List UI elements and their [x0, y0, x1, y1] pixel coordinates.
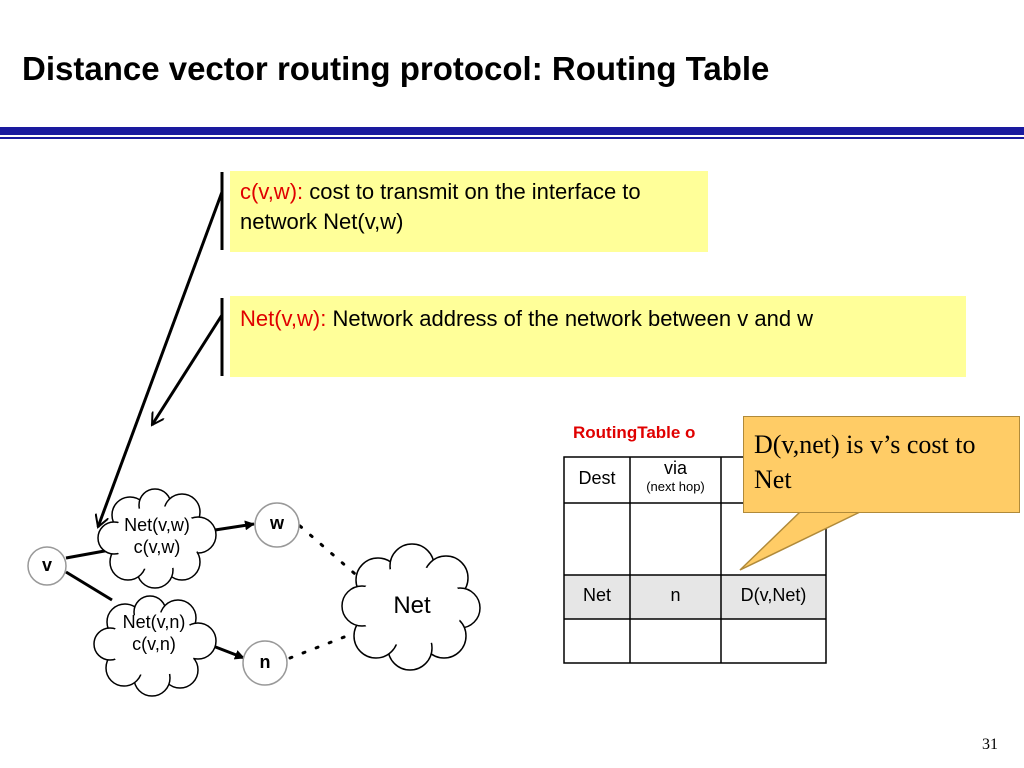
- cell-via: n: [670, 585, 681, 605]
- cloud-net-vw: [97, 488, 217, 589]
- slide-title: Distance vector routing protocol: Routin…: [22, 50, 770, 87]
- cloud-net-label: Net: [393, 592, 431, 619]
- cloud-net: [341, 543, 481, 671]
- node-v: [27, 546, 67, 586]
- pointer-arrow: [150, 314, 224, 425]
- dotted-link-w-net: [298, 524, 364, 582]
- cost-note: D(v,net) is v’s cost to Net: [743, 416, 1020, 513]
- pointer-arrow: [98, 191, 224, 527]
- highlight-row: [564, 575, 826, 619]
- node-n-label: n: [259, 652, 271, 672]
- header-via: via (next hop): [630, 458, 721, 495]
- cloud-net-vw-label: Net(v,w) c(v,w): [110, 514, 204, 558]
- callout-cost-definition: c(v,w): cost to transmit on the interfac…: [230, 171, 708, 252]
- cloud-net-vn-label: Net(v,n) c(v,n): [107, 611, 201, 655]
- header-dest: Dest: [578, 468, 616, 488]
- node-w-label: w: [269, 513, 284, 533]
- link-v-netvw: [65, 548, 111, 560]
- dotted-link-n-net: [288, 632, 354, 660]
- page-number: 31: [982, 736, 998, 753]
- routing-table-title: RoutingTable o: [573, 423, 696, 442]
- cell-cost: D(v,Net): [740, 585, 807, 605]
- callout-text: cost to transmit on the interface to net…: [240, 179, 641, 234]
- title-divider: [0, 127, 1024, 135]
- cell-dest: Net: [582, 585, 611, 605]
- link-netvn-n: [212, 644, 245, 660]
- cloud-net-vn: [93, 595, 217, 697]
- cloud-net-vn-line2: c(v,n): [132, 634, 176, 654]
- header-via-sub: (next hop): [646, 479, 705, 494]
- callout-text: Network address of the network between v…: [326, 306, 814, 331]
- callout-term: c(v,w):: [240, 179, 304, 204]
- node-w: [254, 502, 300, 548]
- cloud-net-vw-line2: c(v,w): [133, 537, 181, 557]
- cloud-net-vw-line1: Net(v,w): [124, 515, 190, 535]
- title-divider-thin: [0, 137, 1024, 139]
- link-netvw-w: [214, 520, 255, 532]
- cloud-net-vn-line1: Net(v,n): [122, 612, 186, 632]
- header-via-label: via: [663, 458, 687, 478]
- node-n: [242, 640, 288, 686]
- routing-table-grid: [563, 456, 827, 664]
- callout-network-definition: Net(v,w): Network address of the network…: [230, 296, 966, 377]
- link-v-netvn: [65, 570, 113, 602]
- node-v-label: v: [41, 555, 52, 575]
- callout-term: Net(v,w):: [240, 306, 327, 331]
